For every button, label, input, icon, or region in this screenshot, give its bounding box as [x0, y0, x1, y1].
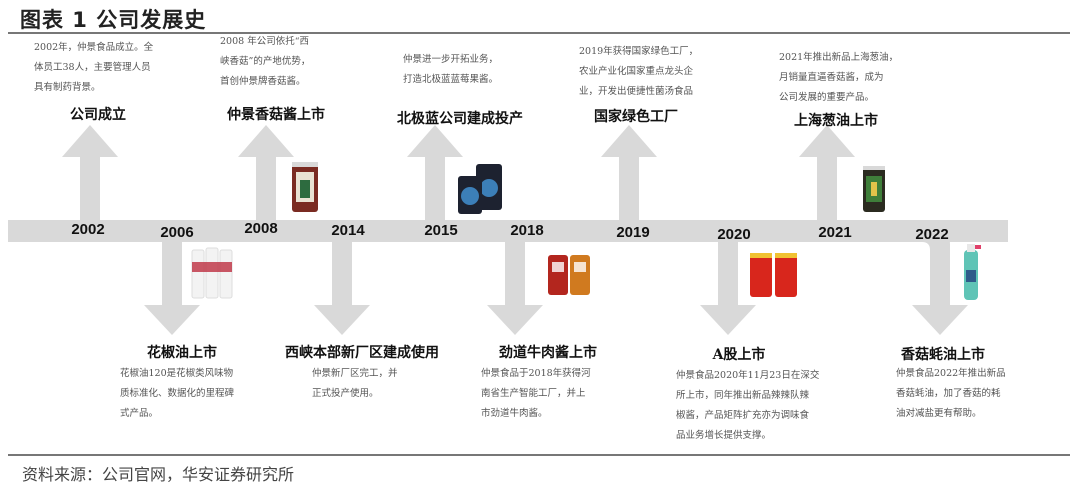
event-desc-2020: 仲景食品2020年11月23日在深交 所上市，同年推出新品辣辣队辣 椒酱，产品矩…	[676, 366, 819, 446]
desc-line: 2021年推出新品上海葱油，	[779, 52, 899, 63]
event-desc-2006: 花椒油120是花椒类风味物 质标准化、数据化的里程碑 式产品。	[120, 364, 234, 424]
event-title-2014: 西峡本部新厂区建成使用	[285, 345, 439, 361]
desc-line: 香菇蚝油，加了香菇的耗	[896, 388, 1001, 399]
event-title-2019: 国家绿色工厂	[594, 109, 678, 125]
arrow-down-2020	[700, 240, 756, 335]
event-desc-2002: 2002年，仲景食品成立。全 体员工38人，主要管理人员 具有制药背景。	[34, 38, 153, 98]
top-divider	[8, 32, 1070, 34]
arrow-up-2015	[407, 125, 463, 222]
desc-line: 体员工38人，主要管理人员	[34, 62, 151, 73]
source-note: 资料来源：公司官网，华安证券研究所	[22, 465, 295, 484]
event-desc-2019: 2019年获得国家绿色工厂， 农业产业化国家重点龙头企 业，开发出便捷性菌汤食品	[579, 42, 698, 102]
desc-line: 公司发展的重要产品。	[779, 92, 875, 103]
desc-line: 仲景新厂区完工，并	[312, 368, 398, 379]
desc-line: 业，开发出便捷性菌汤食品	[579, 86, 694, 97]
event-title-2021: 上海葱油上市	[794, 113, 878, 129]
product-scallion-oil-jar	[863, 166, 885, 212]
desc-line: 质标准化、数据化的里程碑	[120, 388, 235, 399]
year-label-2020: 2020	[717, 226, 751, 243]
year-label-2021: 2021	[818, 224, 852, 241]
product-beef-sauce-jars	[548, 255, 590, 295]
event-desc-2018: 仲景食品于2018年获得河 南省生产智能工厂，并上 市劲道牛肉酱。	[481, 364, 591, 424]
desc-line: 正式投产使用。	[312, 388, 379, 399]
desc-line: 仲景食品2020年11月23日在深交	[676, 370, 820, 381]
desc-line: 油对减盐更有帮助。	[896, 408, 982, 419]
figure-title: 图表 1 公司发展史	[20, 8, 207, 32]
year-label-2015: 2015	[424, 222, 458, 239]
desc-line: 首创仲景牌香菇酱。	[220, 76, 306, 87]
arrow-down-2006	[144, 240, 200, 335]
event-desc-2008: 2008 年公司依托“西 峡香菇”的产地优势， 首创仲景牌香菇酱。	[220, 32, 310, 92]
year-label-2019: 2019	[616, 224, 650, 241]
event-title-2022: 香菇蚝油上市	[901, 347, 985, 363]
product-blueberry-jam-jars	[458, 164, 502, 214]
event-title-2006: 花椒油上市	[147, 345, 217, 361]
desc-line: 2019年获得国家绿色工厂，	[579, 46, 699, 57]
desc-line: 椒酱，产品矩阵扩充亦为调味食	[676, 410, 810, 421]
desc-line: 峡香菇”的产地优势，	[220, 56, 311, 67]
desc-line: 2008 年公司依托“西	[220, 36, 310, 47]
event-title-2015: 北极蓝公司建成投产	[397, 111, 523, 127]
event-desc-2015: 仲景进一步开拓业务， 打造北极蓝蓝莓果酱。	[403, 50, 498, 90]
desc-line: 月销量直逼香菇酱，成为	[779, 72, 884, 83]
arrow-up-2021	[799, 125, 855, 222]
product-mushroom-oyster-sauce-bottle	[964, 244, 981, 300]
arrow-up-2008	[238, 125, 294, 222]
year-label-2014: 2014	[331, 222, 365, 239]
event-title-2018: 劲道牛肉酱上市	[499, 345, 597, 361]
event-desc-2022: 仲景食品2022年推出新品 香菇蚝油，加了香菇的耗 油对减盐更有帮助。	[896, 364, 1006, 424]
year-label-2006: 2006	[160, 224, 194, 241]
desc-line: 南省生产智能工厂，并上	[481, 388, 586, 399]
event-title-2008: 仲景香菇酱上市	[227, 107, 325, 123]
desc-line: 品业务增长提供支撑。	[676, 430, 772, 441]
desc-line: 仲景进一步开拓业务，	[403, 54, 499, 65]
year-label-2002: 2002	[71, 221, 105, 238]
event-title-2020: A股上市	[712, 347, 766, 363]
product-pepper-oil-bottles	[191, 247, 233, 299]
year-label-2008: 2008	[244, 220, 278, 237]
event-desc-2021: 2021年推出新品上海葱油， 月销量直逼香菇酱，成为 公司发展的重要产品。	[779, 48, 898, 108]
arrow-down-2022	[900, 220, 968, 335]
arrow-down-2014	[314, 240, 370, 335]
desc-line: 仲景食品于2018年获得河	[481, 368, 591, 379]
product-chili-sauce-jars	[750, 253, 797, 297]
timeline-bar	[8, 220, 1008, 242]
product-mushroom-sauce-jar	[292, 162, 318, 212]
arrow-up-2002	[62, 125, 118, 222]
event-title-2002: 公司成立	[70, 107, 126, 123]
desc-line: 市劲道牛肉酱。	[481, 408, 548, 419]
desc-line: 2002年，仲景食品成立。全	[34, 42, 154, 53]
desc-line: 花椒油120是花椒类风味物	[120, 368, 234, 379]
desc-line: 所上市，同年推出新品辣辣队辣	[676, 390, 810, 401]
desc-line: 式产品。	[120, 408, 159, 419]
arrow-up-2019	[601, 125, 657, 222]
desc-line: 农业产业化国家重点龙头企	[579, 66, 694, 77]
arrow-down-2018	[487, 240, 543, 335]
year-label-2018: 2018	[510, 222, 544, 239]
desc-line: 打造北极蓝蓝莓果酱。	[403, 74, 499, 85]
desc-line: 具有制药背景。	[34, 82, 101, 93]
bottom-divider	[8, 454, 1070, 456]
event-desc-2014: 仲景新厂区完工，并 正式投产使用。	[312, 364, 398, 404]
desc-line: 仲景食品2022年推出新品	[896, 368, 1006, 379]
year-label-2022: 2022	[915, 226, 949, 243]
